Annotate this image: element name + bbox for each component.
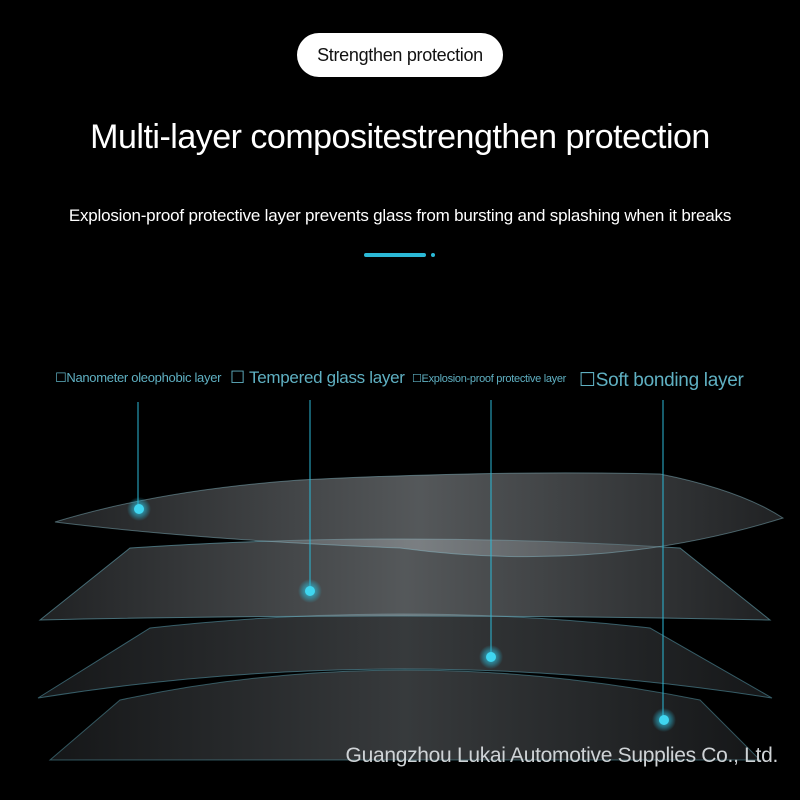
marker-dot-3 (479, 645, 503, 669)
glass-layer-4 (48, 669, 762, 761)
company-name: Guangzhou Lukai Automotive Supplies Co.,… (345, 744, 779, 767)
layer-label-explosion-proof: ☐Explosion-proof protective layer (412, 373, 567, 385)
marker-dot-4 (652, 708, 676, 732)
page-title: Multi-layer compositestrengthen protecti… (90, 118, 710, 156)
accent-dot (431, 253, 435, 257)
section-badge-label: Strengthen protection (317, 44, 483, 65)
page-subtitle: Explosion-proof protective layer prevent… (68, 206, 732, 225)
accent-bar (364, 253, 426, 257)
layer-label-tempered-glass: ☐ Tempered glass layer (230, 368, 405, 387)
marker-dot-1 (127, 497, 151, 521)
glass-layer-1 (54, 472, 785, 558)
layer-label-nanometer-oleophobic: ☐Nanometer oleophobic layer (55, 370, 222, 385)
section-badge: Strengthen protection (297, 33, 503, 77)
glass-layer-2 (38, 538, 772, 621)
marker-dot-2 (298, 579, 322, 603)
layer-label-soft-bonding: ☐Soft bonding layer (579, 370, 744, 391)
